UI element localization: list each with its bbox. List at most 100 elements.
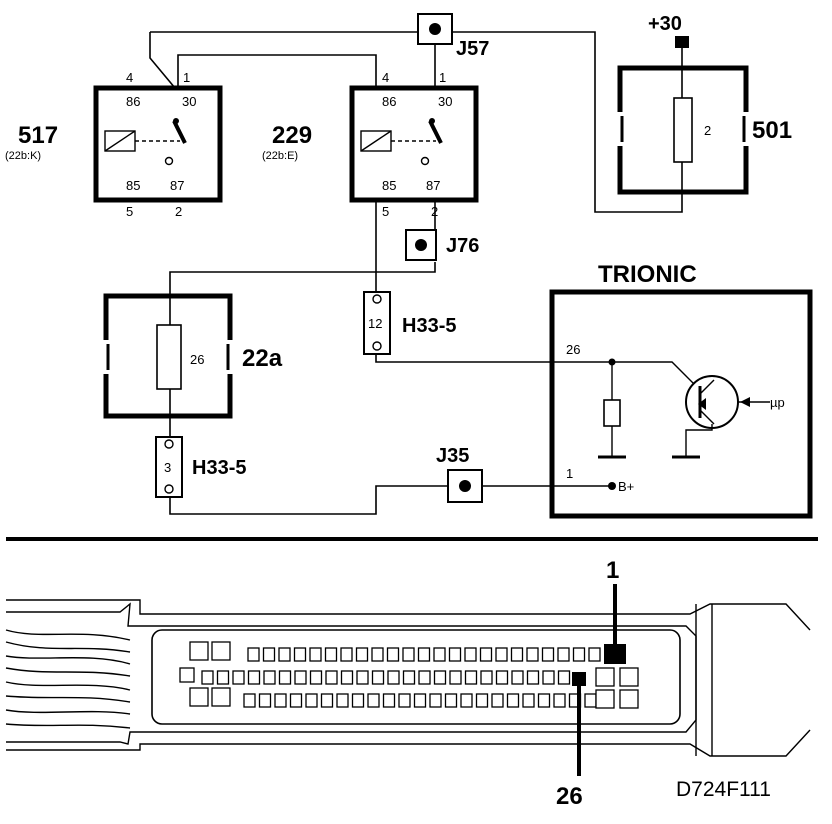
junction-j57: J57	[417, 13, 489, 60]
svg-text:30: 30	[438, 94, 452, 109]
junction-j76: J76	[405, 229, 479, 261]
relay-517-coil-icon	[104, 130, 136, 152]
connector-pin	[526, 670, 540, 685]
svg-text:12: 12	[368, 316, 382, 331]
connector-pin	[464, 670, 478, 685]
connector-pin	[211, 641, 231, 661]
connector-pin	[588, 647, 601, 662]
connector-pin	[526, 647, 539, 662]
relay-229-contact-icon	[420, 118, 443, 166]
connector-pin	[510, 647, 524, 662]
fuse-22a-element-icon	[156, 324, 182, 390]
connector-h33-5-upper: 12 H33-5	[363, 291, 456, 355]
fuse-501-id: 501	[752, 117, 792, 144]
relay-229-coil-icon	[360, 130, 392, 152]
connector-pin	[475, 693, 489, 708]
connector-pin	[201, 670, 214, 685]
connector-pin	[572, 647, 586, 662]
connector-pin	[619, 667, 639, 687]
connector-pin	[553, 693, 566, 708]
connector-pin	[293, 647, 307, 662]
svg-text:4: 4	[126, 70, 133, 85]
connector-pin	[325, 670, 338, 685]
connector-pin	[262, 647, 276, 662]
connector-pin	[356, 670, 369, 685]
connector-pin	[263, 670, 276, 685]
pin-1-label: 1	[606, 557, 619, 584]
pin-26-marker	[572, 672, 586, 686]
connector-pin	[278, 647, 291, 662]
connector-pin	[398, 693, 411, 708]
connector-pin	[371, 670, 385, 685]
drawing-code: D724F111	[676, 778, 771, 801]
connector-pin	[449, 670, 462, 685]
svg-text:26: 26	[190, 352, 204, 367]
resistor-icon	[603, 399, 621, 427]
pin-1-marker	[604, 644, 626, 664]
connector-pin	[340, 670, 354, 685]
svg-text:J35: J35	[436, 445, 469, 467]
connector-pin	[413, 693, 427, 708]
svg-text:87: 87	[170, 178, 184, 193]
connector-pin	[448, 647, 462, 662]
connector-pin	[584, 693, 597, 708]
connector-pin	[417, 647, 431, 662]
relay-517-id: 517	[18, 122, 58, 149]
connector-pin	[506, 693, 520, 708]
connector-pin	[336, 693, 349, 708]
connector-pin	[444, 693, 458, 708]
fuse-501: +30 2 501	[612, 13, 792, 195]
svg-text:J76: J76	[446, 235, 479, 257]
connector-pin	[294, 670, 307, 685]
svg-text:85: 85	[126, 178, 140, 193]
connector-pin	[619, 689, 639, 709]
connector-pin	[371, 647, 384, 662]
svg-text:5: 5	[126, 204, 133, 219]
connector-pin	[305, 693, 318, 708]
connector-pin	[460, 693, 473, 708]
connector-pin	[289, 693, 303, 708]
svg-text:1: 1	[439, 70, 446, 85]
trionic-ecu: TRIONIC 26 1 B+ µp	[549, 261, 813, 519]
fuse-22a-id: 22a	[242, 345, 283, 372]
svg-text:30: 30	[182, 94, 196, 109]
connector-pin	[522, 693, 535, 708]
fuse-501-element-icon	[673, 97, 693, 163]
connector-pin	[402, 647, 415, 662]
connector-pin	[274, 693, 287, 708]
connector-pin	[309, 670, 323, 685]
connector-pin	[433, 647, 446, 662]
connector-pin	[211, 687, 231, 707]
relay-229-ref: (22b:E)	[262, 150, 298, 162]
svg-text:1: 1	[566, 466, 573, 481]
connector-pin	[479, 647, 493, 662]
connector-pin	[511, 670, 524, 685]
svg-text:H33-5: H33-5	[192, 457, 246, 479]
trionic-title: TRIONIC	[598, 261, 697, 288]
connector-pin	[595, 667, 615, 687]
connector-pin	[464, 647, 477, 662]
connector-pin	[351, 693, 365, 708]
connector-pin	[595, 689, 615, 709]
mu-label: µp	[770, 395, 785, 410]
connector-pin	[382, 693, 396, 708]
terminal-30-icon	[675, 36, 689, 48]
connector-pin	[355, 647, 369, 662]
transistor-icon	[685, 375, 739, 429]
supply-label: +30	[648, 13, 682, 35]
connector-pin	[495, 670, 509, 685]
connector-pin	[557, 670, 571, 685]
connector-pin	[491, 693, 504, 708]
connector-pin	[480, 670, 493, 685]
connector-pin	[243, 693, 256, 708]
svg-text:85: 85	[382, 178, 396, 193]
connector-pin	[386, 647, 400, 662]
svg-text:1: 1	[183, 70, 190, 85]
svg-text:3: 3	[164, 460, 171, 475]
connector-pin	[537, 693, 551, 708]
relay-517: 517 (22b:K) 86 30 85 87 4 1 5 2	[5, 70, 223, 219]
svg-text:2: 2	[431, 204, 438, 219]
connector-pin	[387, 670, 400, 685]
connector-pin	[247, 670, 261, 685]
